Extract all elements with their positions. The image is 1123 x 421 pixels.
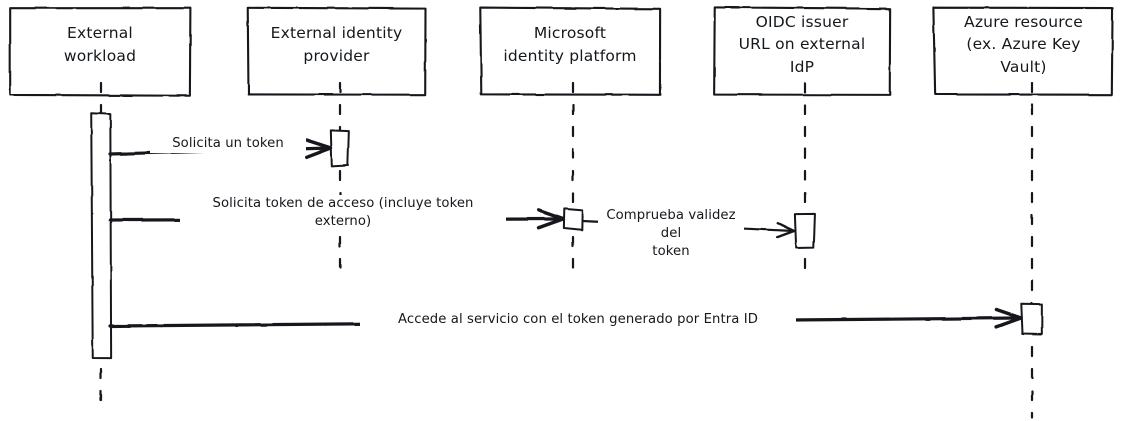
activation-bar-external-identity-provider	[331, 130, 349, 166]
actor-box-microsoft-identity-platform	[480, 8, 660, 95]
actor-box-external-identity-provider	[248, 8, 426, 95]
message-line-msg-solicita-un-token	[110, 148, 331, 154]
activation-bar-microsoft-identity-platform	[564, 209, 582, 230]
actor-box-oidc-issuer-url	[714, 7, 890, 94]
actor-box-azure-resource	[933, 8, 1112, 95]
message-line-msg-comprueba-validez-del-token	[582, 221, 794, 231]
message-line-msg-accede-al-servicio	[110, 318, 1021, 326]
activation-bar-azure-resource	[1021, 304, 1042, 335]
activation-bar-external-workload	[91, 113, 111, 358]
message-line-msg-solicita-token-de-acceso	[110, 219, 563, 220]
activation-bar-oidc-issuer-url	[795, 214, 815, 248]
